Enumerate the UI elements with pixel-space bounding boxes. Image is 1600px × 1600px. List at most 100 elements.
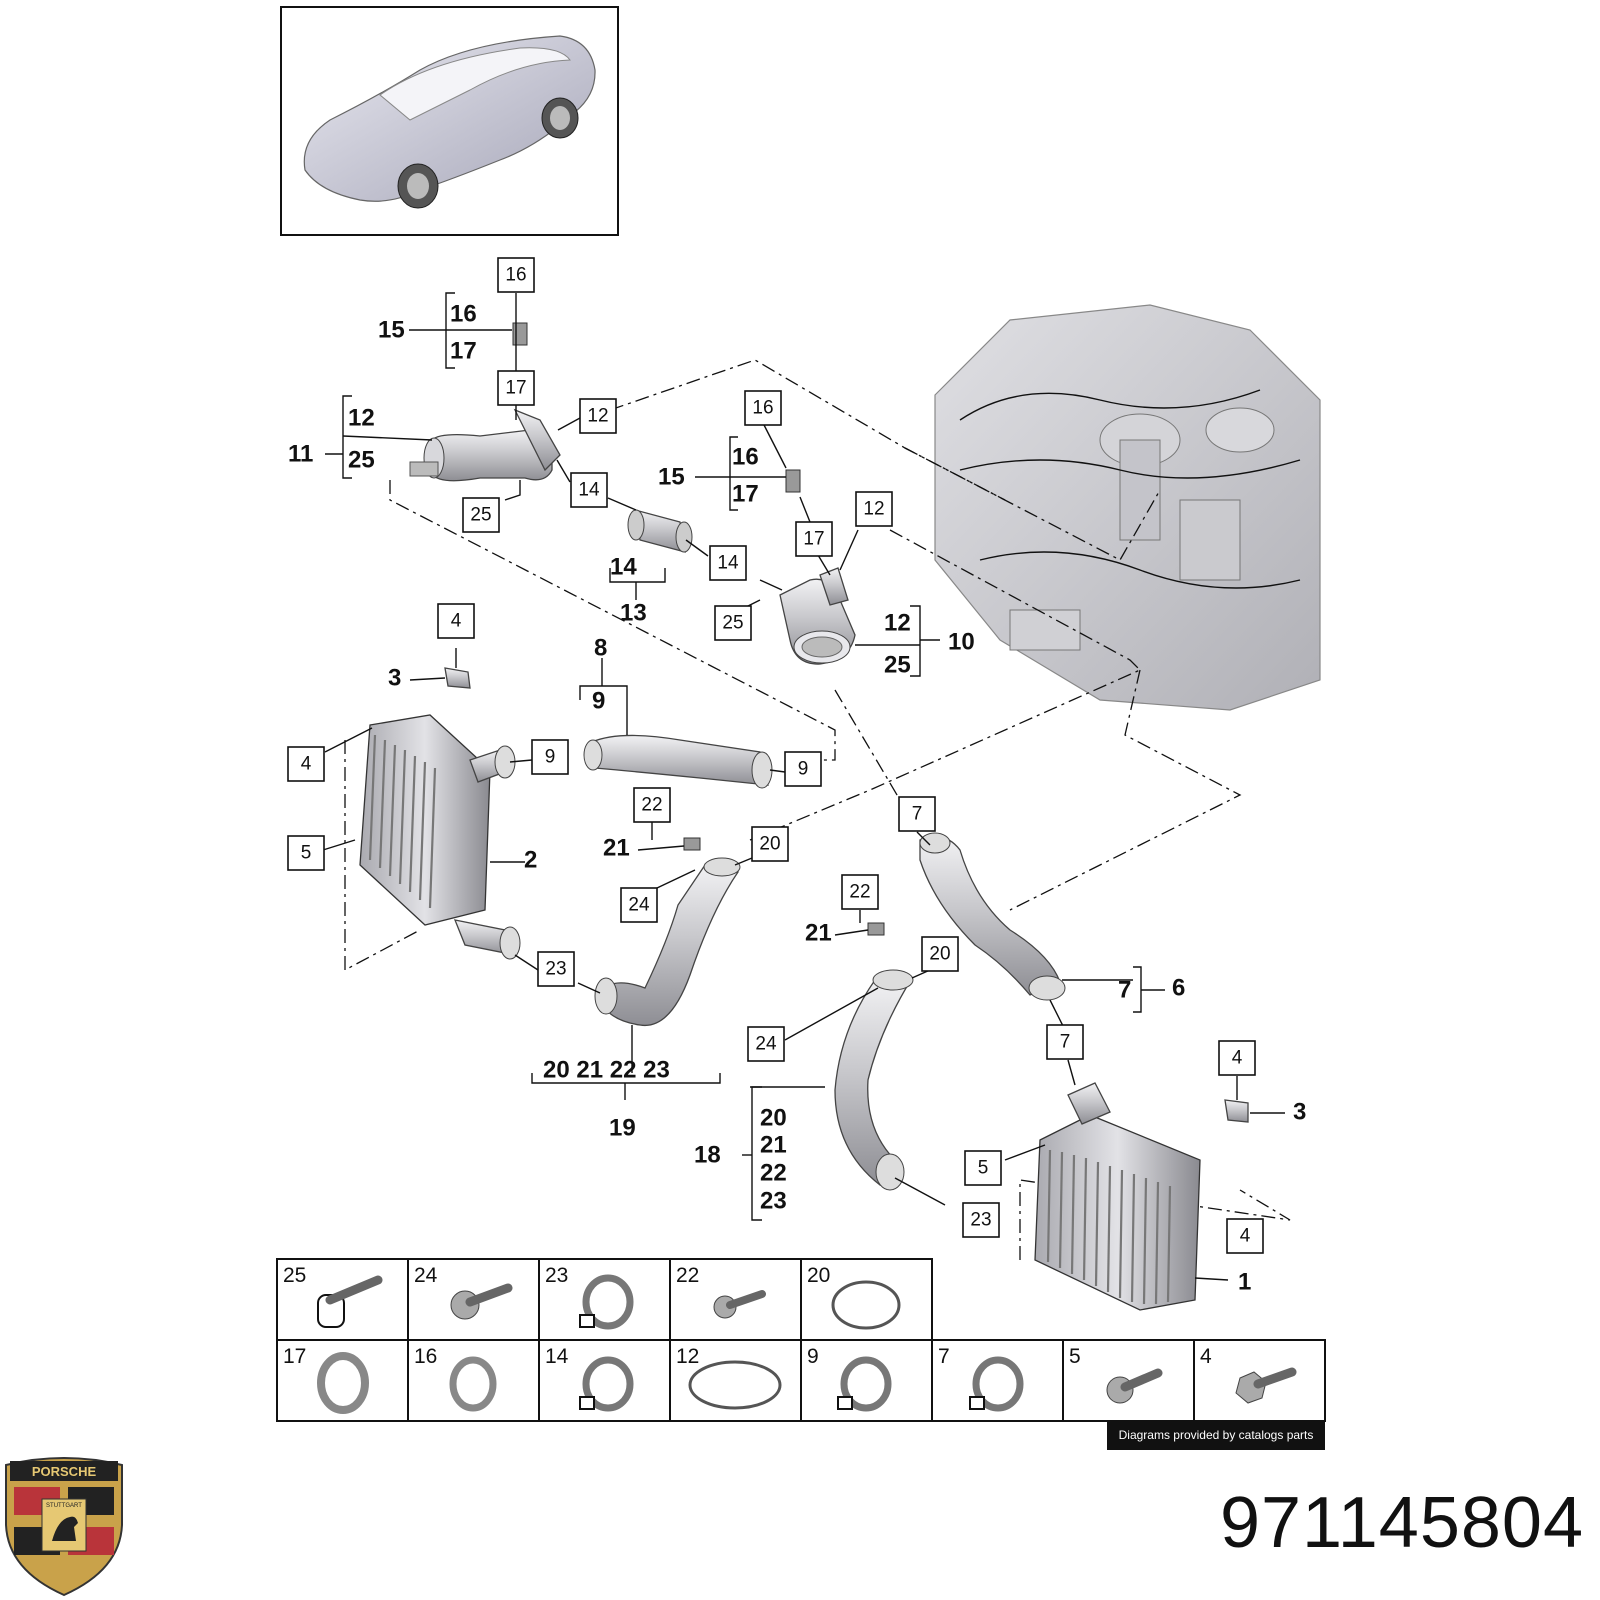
parts-cell: 22 — [669, 1258, 802, 1341]
svg-text:7: 7 — [912, 804, 923, 825]
callout-7-right-b: 7 — [1046, 1024, 1084, 1060]
label-11: 11 — [288, 441, 313, 468]
callout-7-right-a: 7 — [898, 796, 936, 832]
svg-text:23: 23 — [545, 959, 566, 980]
parts-cell: 4 — [1193, 1339, 1326, 1422]
svg-text:5: 5 — [1069, 1345, 1081, 1368]
callout-24-left: 24 — [620, 887, 658, 923]
svg-text:22: 22 — [849, 882, 870, 903]
label-10-25: 25 — [884, 652, 911, 679]
parts-table-row-1: 25 24 23 22 20 — [276, 1258, 933, 1341]
svg-text:25: 25 — [283, 1264, 306, 1287]
callout-22-left: 22 — [633, 787, 671, 823]
label-11-25: 25 — [348, 447, 375, 474]
label-14: 14 — [610, 554, 637, 581]
callout-25-mid: 25 — [714, 605, 752, 641]
svg-text:23: 23 — [970, 1210, 991, 1231]
callout-14-top-a: 14 — [570, 472, 608, 508]
svg-text:16: 16 — [414, 1345, 437, 1368]
callout-12-mid: 12 — [855, 491, 893, 527]
svg-text:17: 17 — [505, 378, 526, 399]
parts-cell: 7 — [931, 1339, 1064, 1422]
parts-cell: 9 — [800, 1339, 933, 1422]
parts-cell: 17 — [276, 1339, 409, 1422]
callout-4-left-a: 4 — [437, 603, 475, 639]
svg-text:25: 25 — [722, 613, 743, 634]
label-10: 10 — [948, 629, 975, 656]
leader-lines — [322, 292, 1285, 1281]
svg-text:7: 7 — [938, 1345, 950, 1368]
callout-24-right: 24 — [747, 1026, 785, 1062]
parts-illustration — [359, 322, 1249, 1311]
parts-cell: 23 — [538, 1258, 671, 1341]
label-15-17: 17 — [450, 338, 477, 365]
svg-text:20: 20 — [807, 1264, 830, 1287]
label-21-left: 21 — [603, 835, 630, 862]
label-18-22: 22 — [760, 1160, 787, 1187]
callout-5-left: 5 — [287, 835, 325, 871]
label-1: 1 — [1238, 1269, 1251, 1296]
svg-text:12: 12 — [587, 406, 608, 427]
label-13: 13 — [620, 600, 647, 627]
callout-9-left-b: 9 — [784, 751, 822, 787]
callout-4-right-a: 4 — [1218, 1040, 1256, 1076]
svg-text:20: 20 — [759, 834, 780, 855]
parts-cell: 20 — [800, 1258, 933, 1341]
label-8-9: 9 — [592, 688, 605, 715]
label-10-12: 12 — [884, 610, 911, 637]
svg-text:16: 16 — [505, 265, 526, 286]
callout-23-left: 23 — [537, 951, 575, 987]
svg-text:17: 17 — [803, 529, 824, 550]
svg-text:24: 24 — [628, 895, 650, 916]
svg-text:4: 4 — [1240, 1226, 1251, 1247]
svg-text:9: 9 — [545, 747, 556, 768]
porsche-crest-logo: PORSCHE STUTTGART — [5, 1457, 123, 1597]
svg-text:12: 12 — [863, 499, 884, 520]
parts-table-row-2: 17 16 14 12 9 7 — [276, 1339, 1326, 1422]
label-8: 8 — [594, 635, 607, 662]
svg-text:14: 14 — [717, 553, 739, 574]
label-3-right: 3 — [1293, 1099, 1306, 1126]
parts-cell: 5 — [1062, 1339, 1195, 1422]
svg-text:4: 4 — [1232, 1048, 1243, 1069]
svg-text:24: 24 — [414, 1264, 438, 1287]
parts-cell: 16 — [407, 1339, 540, 1422]
label-6: 6 — [1172, 975, 1185, 1002]
label-18-23: 23 — [760, 1188, 787, 1215]
diagram-credit: Diagrams provided by catalogs parts — [1107, 1420, 1325, 1450]
callout-boxes: 16 17 12 25 14 14 16 17 12 25 4 4 5 9 9 … — [287, 257, 1264, 1254]
group-labels: 15 16 17 11 12 25 14 13 15 16 17 10 12 2… — [288, 301, 1306, 1296]
svg-text:12: 12 — [676, 1345, 699, 1368]
callout-4-left-b: 4 — [287, 746, 325, 782]
svg-text:24: 24 — [755, 1034, 777, 1055]
callout-14-top-b: 14 — [709, 545, 747, 581]
part-number: 971145804 — [1219, 1483, 1584, 1563]
engine-illustration — [934, 304, 1321, 711]
callout-4-right-b: 4 — [1226, 1218, 1264, 1254]
label-2: 2 — [524, 847, 537, 874]
svg-text:4: 4 — [451, 611, 462, 632]
label-15b-17: 17 — [732, 481, 759, 508]
svg-text:STUTTGART: STUTTGART — [46, 1503, 82, 1509]
svg-text:23: 23 — [545, 1264, 568, 1287]
svg-text:5: 5 — [978, 1158, 989, 1179]
svg-text:25: 25 — [470, 505, 491, 526]
svg-text:9: 9 — [807, 1345, 819, 1368]
callout-20-right: 20 — [921, 936, 959, 972]
callout-23-right: 23 — [962, 1202, 1000, 1238]
vehicle-inset — [280, 6, 619, 236]
parts-cell: 24 — [407, 1258, 540, 1341]
callout-17-mid: 17 — [795, 521, 833, 557]
svg-text:20: 20 — [929, 944, 950, 965]
callout-20-left: 20 — [751, 826, 789, 862]
svg-text:22: 22 — [641, 795, 662, 816]
label-15-b: 15 — [658, 464, 685, 491]
svg-text:4: 4 — [301, 754, 312, 775]
parts-cell: 25 — [276, 1258, 409, 1341]
callout-9-left-a: 9 — [531, 739, 569, 775]
callout-12-top: 12 — [579, 398, 617, 434]
callout-25-top: 25 — [462, 497, 500, 533]
svg-text:7: 7 — [1060, 1032, 1071, 1053]
label-18-21: 21 — [760, 1132, 787, 1159]
